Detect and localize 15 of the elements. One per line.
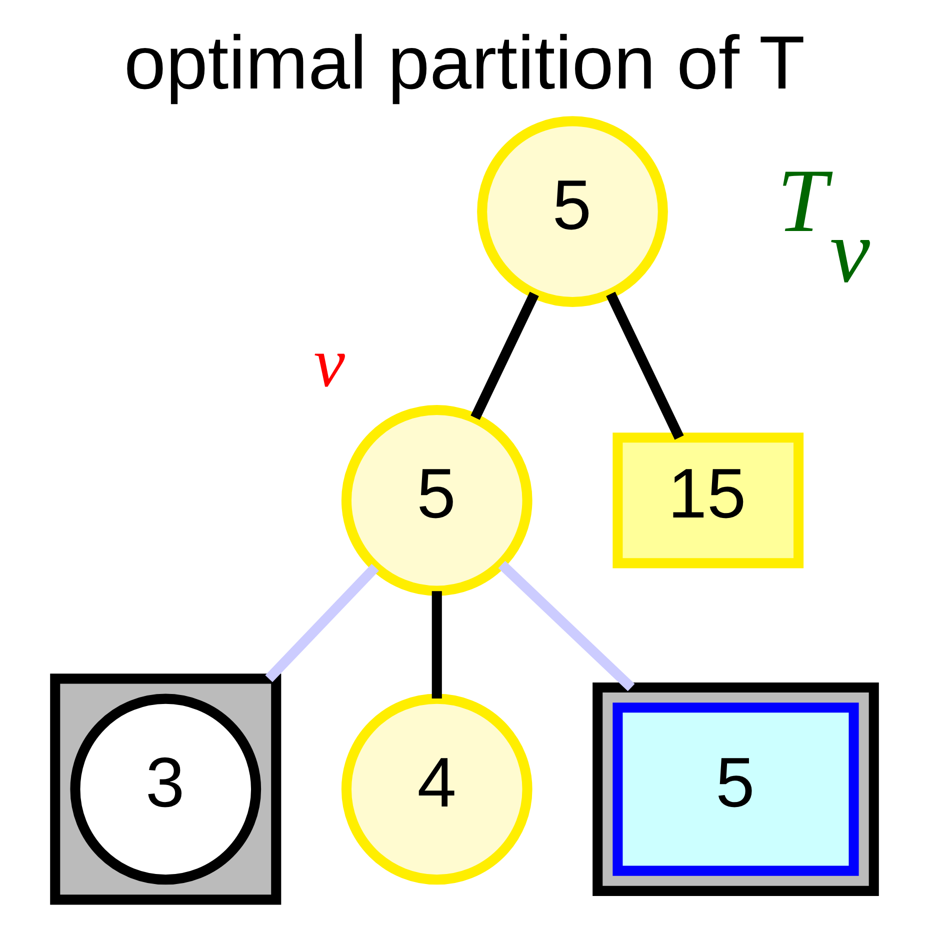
node-circle: 5 xyxy=(340,404,532,596)
node-box: 5 xyxy=(612,702,858,876)
diagram-title: optimal partition of T xyxy=(123,20,805,105)
connector xyxy=(431,591,442,699)
connector xyxy=(264,564,378,682)
cluster xyxy=(50,674,281,905)
node-circle: 5 xyxy=(476,116,668,308)
node-circle: 3 xyxy=(70,694,261,885)
node-box: 15 xyxy=(612,432,804,568)
cluster xyxy=(592,682,878,896)
connector xyxy=(498,560,634,692)
connector xyxy=(606,292,684,440)
node-label: v xyxy=(313,324,345,402)
node-circle: 4 xyxy=(340,694,532,885)
connector xyxy=(470,292,538,420)
